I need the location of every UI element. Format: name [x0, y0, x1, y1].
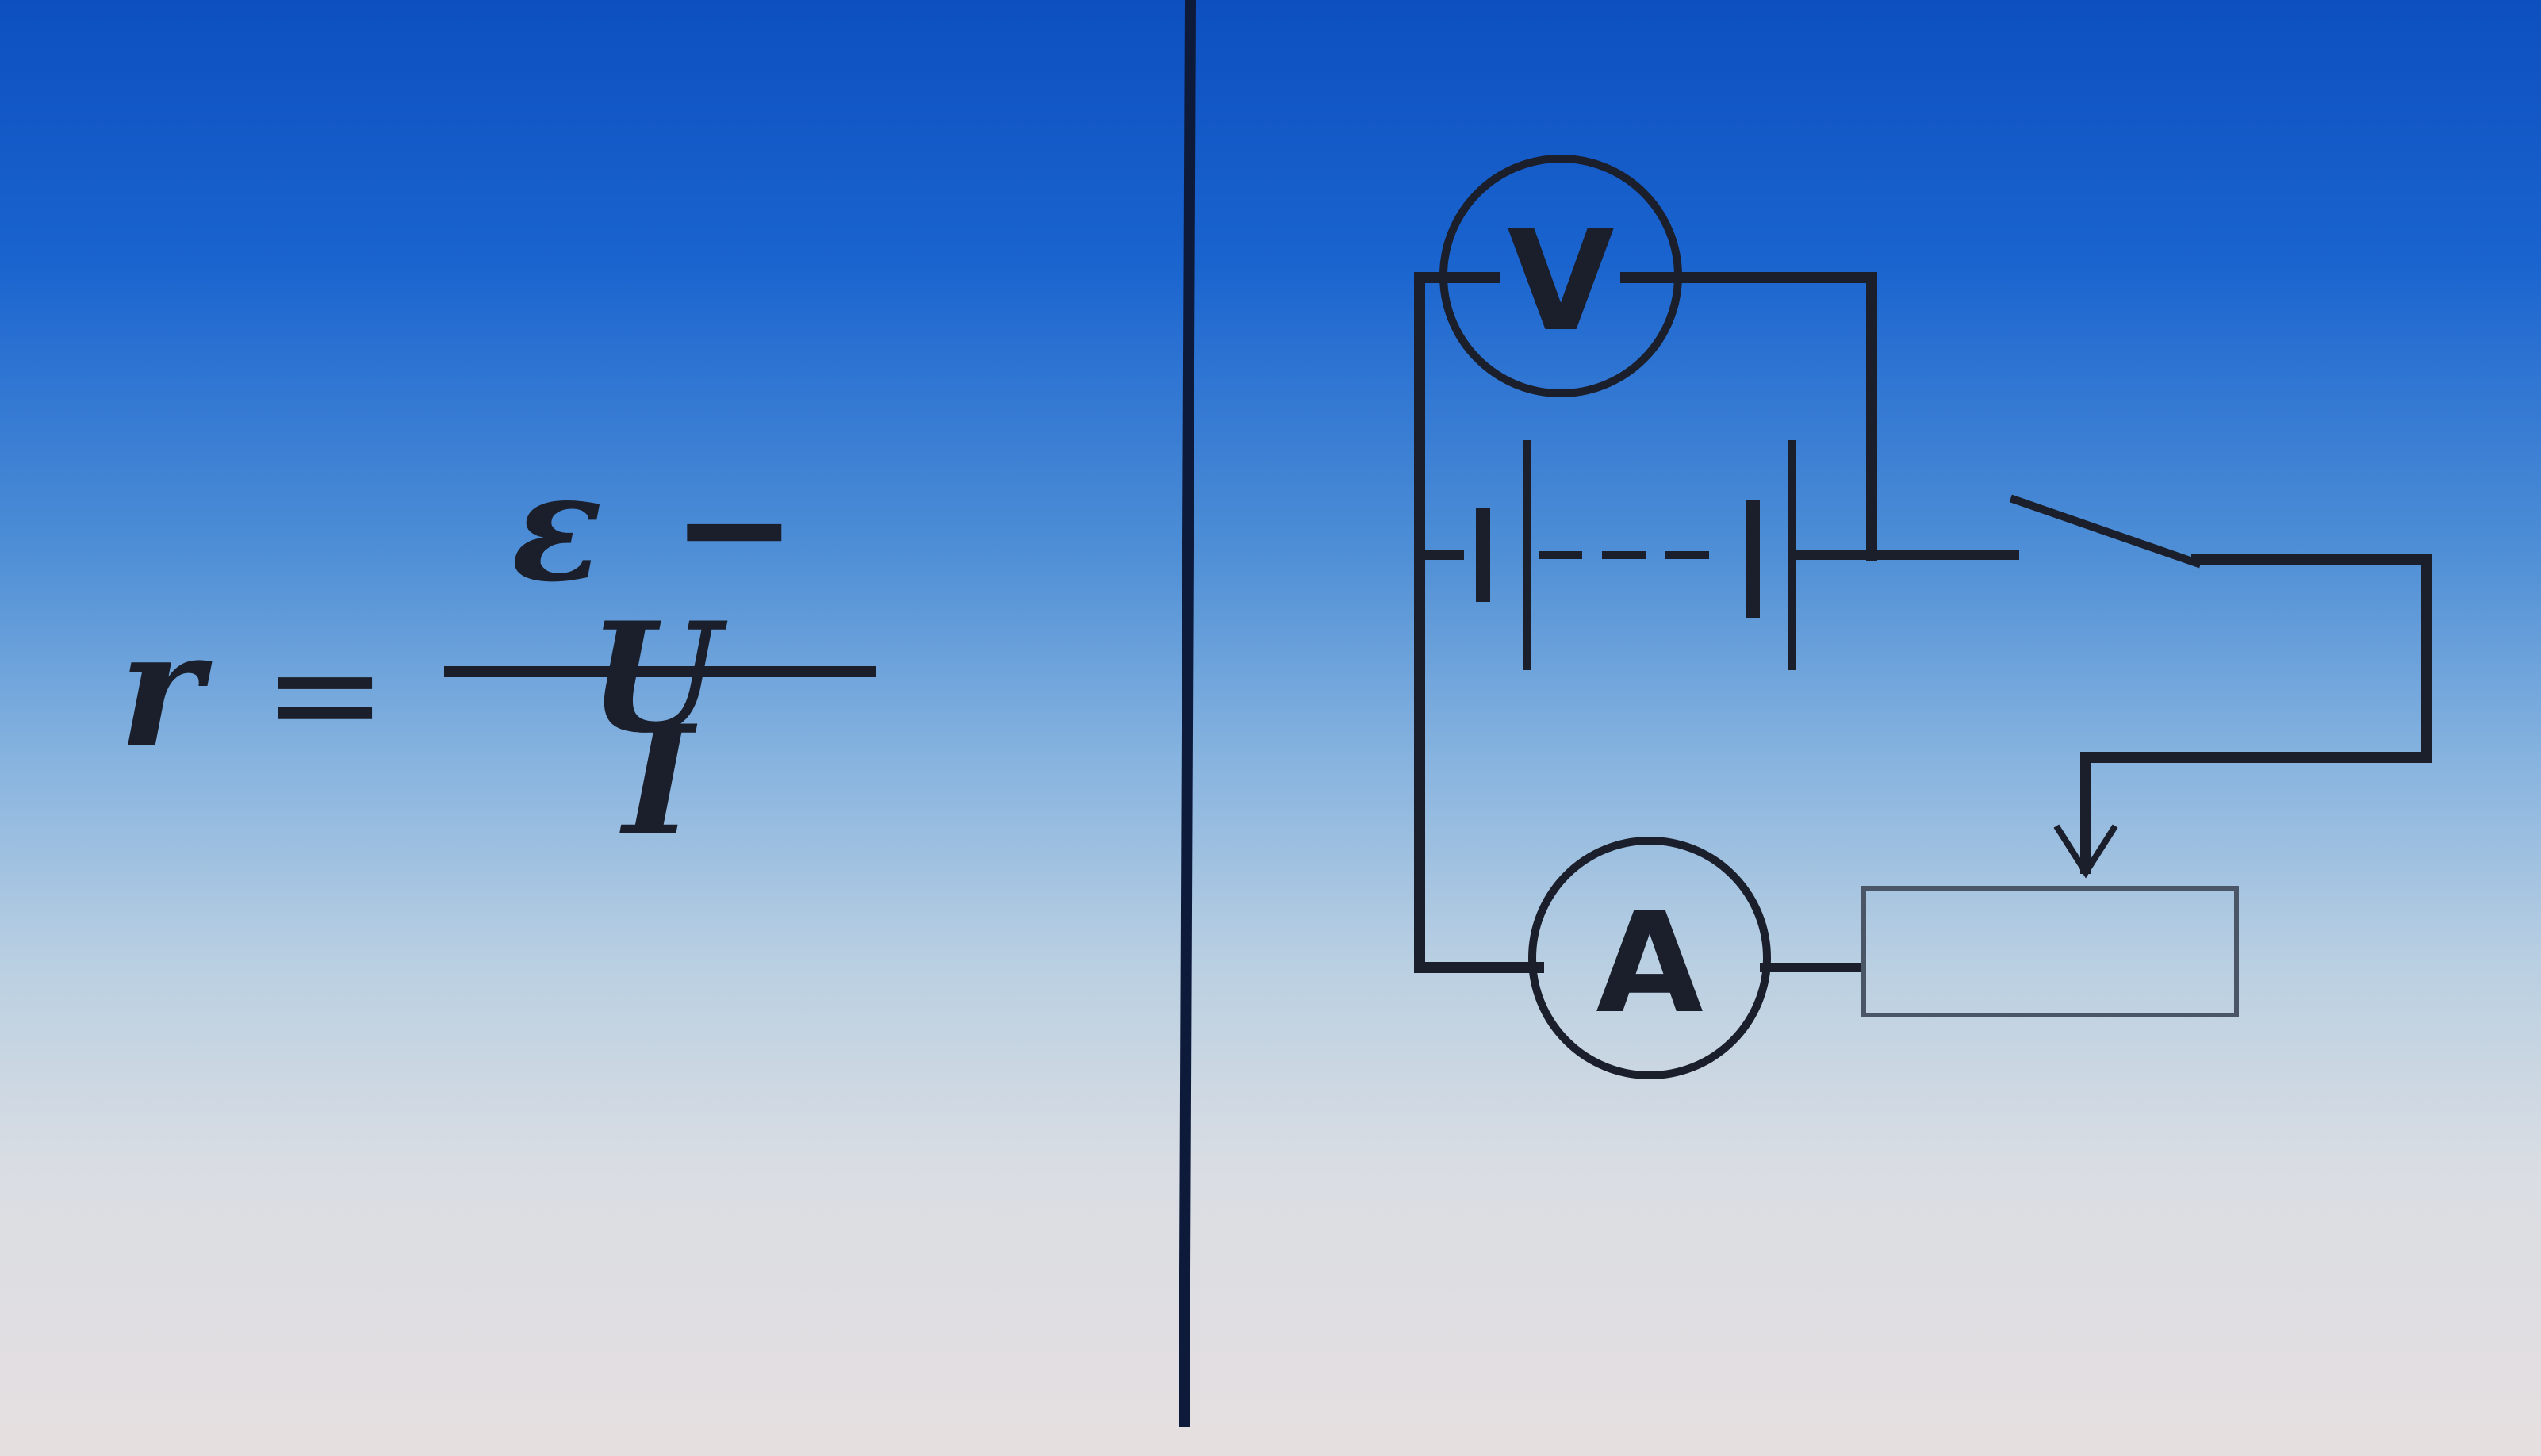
voltmeter-circle	[1439, 155, 1682, 397]
internal-resistance-formula: r = ε − U I	[119, 444, 912, 888]
circuit-diagram: V A	[1348, 143, 2459, 1094]
formula-equals-sign: =	[262, 606, 389, 781]
formula-lhs: r	[119, 596, 203, 783]
rheostat-slider-arrow	[2053, 824, 2118, 879]
wire-left	[1414, 272, 1544, 973]
wire-switch-right	[2080, 554, 2432, 874]
formula-denominator: I	[623, 692, 694, 869]
formula-numerator: ε − U	[511, 439, 806, 766]
voltmeter-label: V	[1507, 201, 1614, 362]
ammeter-circle	[1528, 837, 1771, 1079]
rheostat-box	[1861, 886, 2239, 1017]
fraction-bar	[444, 666, 876, 677]
ammeter-label: A	[1596, 883, 1703, 1044]
wire-top-right	[1620, 272, 1877, 561]
vertical-divider-line	[1179, 0, 1196, 1428]
switch-lever	[2009, 494, 2202, 569]
